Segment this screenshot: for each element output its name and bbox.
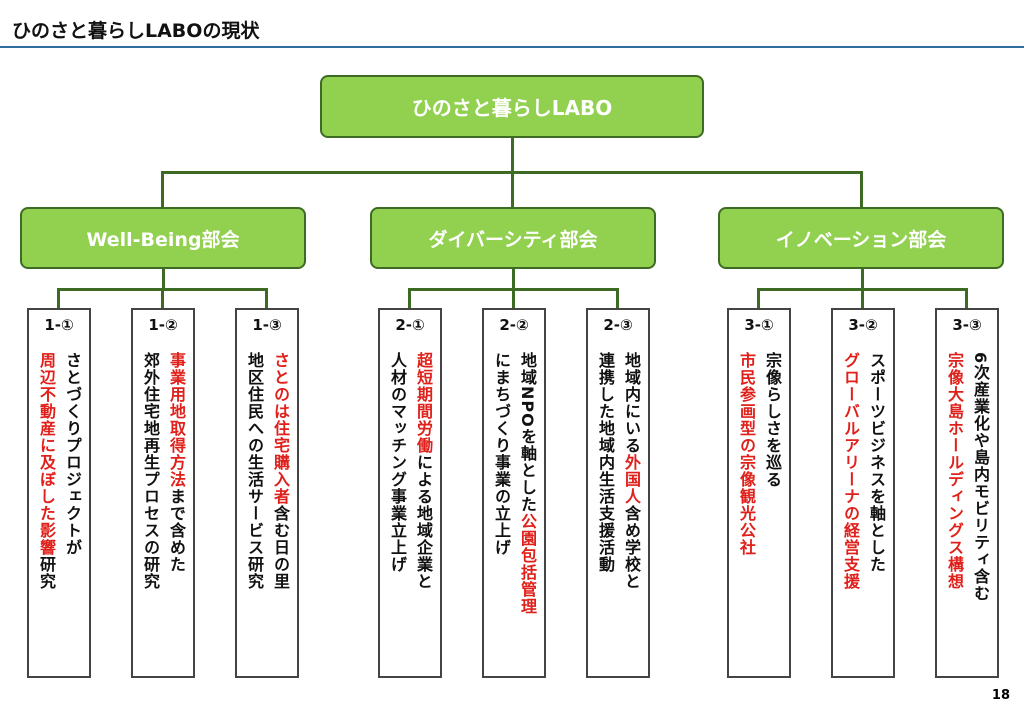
description-line: さとのは住宅購入者含む日の里	[270, 352, 290, 590]
description-line: グローバルアリーナの経営支援	[840, 352, 860, 590]
project-description: 超短期間労働による地域企業と人材のマッチング事業立上げ	[380, 352, 440, 590]
description-line: 事業用地取得方法まで含めた	[166, 352, 186, 590]
division-innovation: イノベーション部会	[718, 207, 1004, 269]
highlighted-text: グローバルアリーナの経営支援	[841, 352, 860, 590]
description-line: 周辺不動産に及ぼした影響研究	[36, 352, 56, 590]
project-card: 2-① 超短期間労働による地域企業と人材のマッチング事業立上げ	[378, 308, 442, 678]
page-number: 18	[991, 688, 1010, 703]
connector	[861, 269, 864, 289]
connector	[965, 288, 968, 309]
text: スポーツビジネスを軸とした	[867, 352, 886, 573]
text: さとづくりプロジェクトが	[63, 352, 82, 556]
root-node: ひのさと暮らしLABO	[320, 75, 704, 138]
division-well-being: Well-Being部会	[20, 207, 306, 269]
project-card: 2-③ 地域内にいる外国人含め学校と連携した地域内生活支援活動	[586, 308, 650, 678]
project-description: 事業用地取得方法まで含めた郊外住宅地再生プロセスの研究	[133, 352, 193, 590]
description-line: 連携した地域内生活支援活動	[595, 352, 615, 590]
highlighted-text: さとのは住宅購入者	[271, 352, 290, 505]
highlighted-text: 超短期間労働	[414, 352, 433, 454]
description-line: さとづくりプロジェクトが	[62, 352, 82, 590]
project-description: 地域内にいる外国人含め学校と連携した地域内生活支援活動	[588, 352, 648, 590]
text: 人材のマッチング事業立上げ	[388, 352, 407, 573]
project-number: 1-①	[44, 316, 74, 334]
division-diversity: ダイバーシティ部会	[370, 207, 656, 269]
connector	[512, 288, 515, 309]
description-line: 地域NPOを軸とした公園包括管理	[517, 352, 537, 615]
description-line: にまちづくり事業の立上げ	[491, 352, 511, 615]
highlighted-text: 公園包括管理	[518, 512, 537, 615]
project-description: 宗像らしさを巡る市民参画型の宗像観光公社	[729, 352, 789, 556]
text: 宗像らしさを巡る	[763, 352, 782, 488]
project-number: 3-③	[952, 316, 982, 334]
text: 含む日の里	[271, 505, 290, 590]
project-description: さとのは住宅購入者含む日の里地区住民への生活サービス研究	[237, 352, 297, 590]
project-number: 2-①	[395, 316, 425, 334]
project-number: 3-②	[848, 316, 878, 334]
text: 6次産業化や島内モビリティ含む	[971, 352, 990, 603]
project-number: 1-②	[148, 316, 178, 334]
description-line: 地域内にいる外国人含め学校と	[621, 352, 641, 590]
description-line: 郊外住宅地再生プロセスの研究	[140, 352, 160, 590]
text: 地域内にいる	[622, 352, 641, 454]
description-line: 宗像らしさを巡る	[762, 352, 782, 556]
text: 地区住民への生活サービス研究	[245, 352, 264, 590]
slide-title: ひのさと暮らしLABOの現状	[12, 20, 260, 42]
project-description: 6次産業化や島内モビリティ含む宗像大島ホールディングス構想	[937, 352, 997, 602]
description-line: 人材のマッチング事業立上げ	[387, 352, 407, 590]
highlighted-text: 外国人	[622, 454, 641, 505]
connector	[57, 288, 60, 309]
text: まで含めた	[167, 488, 186, 573]
connector	[757, 288, 760, 309]
highlighted-text: 市民参画型の宗像観光公社	[737, 352, 756, 556]
project-number: 2-③	[603, 316, 633, 334]
project-number: 2-②	[499, 316, 529, 334]
project-number: 3-①	[744, 316, 774, 334]
connector	[265, 288, 268, 309]
project-description: スポーツビジネスを軸としたグローバルアリーナの経営支援	[833, 352, 893, 590]
title-divider	[0, 46, 1024, 48]
description-line: 超短期間労働による地域企業と	[413, 352, 433, 590]
project-card: 1-① さとづくりプロジェクトが周辺不動産に及ぼした影響研究	[27, 308, 91, 678]
text: 連携した地域内生活支援活動	[596, 352, 615, 573]
connector	[162, 269, 165, 289]
description-line: 市民参画型の宗像観光公社	[736, 352, 756, 556]
project-description: さとづくりプロジェクトが周辺不動産に及ぼした影響研究	[29, 352, 89, 590]
project-card: 1-③ さとのは住宅購入者含む日の里地区住民への生活サービス研究	[235, 308, 299, 678]
connector	[408, 288, 411, 309]
text: による地域企業と	[414, 454, 433, 590]
highlighted-text: 周辺不動産に及ぼした影響	[37, 352, 56, 556]
description-line: スポーツビジネスを軸とした	[866, 352, 886, 590]
description-line: 宗像大島ホールディングス構想	[944, 352, 964, 602]
project-number: 1-③	[252, 316, 282, 334]
text: 郊外住宅地再生プロセスの研究	[141, 352, 160, 590]
project-description: 地域NPOを軸とした公園包括管理にまちづくり事業の立上げ	[484, 352, 544, 615]
highlighted-text: 事業用地取得方法	[167, 352, 186, 488]
description-line: 6次産業化や島内モビリティ含む	[970, 352, 990, 602]
description-line: 地区住民への生活サービス研究	[244, 352, 264, 590]
project-card: 1-② 事業用地取得方法まで含めた郊外住宅地再生プロセスの研究	[131, 308, 195, 678]
text: 含め学校と	[622, 505, 641, 590]
highlighted-text: 宗像大島ホールディングス構想	[945, 352, 964, 590]
text: 研究	[37, 556, 56, 590]
project-card: 3-② スポーツビジネスを軸としたグローバルアリーナの経営支援	[831, 308, 895, 678]
connector	[616, 288, 619, 309]
connector	[161, 288, 164, 309]
project-card: 2-② 地域NPOを軸とした公園包括管理にまちづくり事業の立上げ	[482, 308, 546, 678]
connector	[861, 288, 864, 309]
project-card: 3-③ 6次産業化や島内モビリティ含む宗像大島ホールディングス構想	[935, 308, 999, 678]
project-card: 3-① 宗像らしさを巡る市民参画型の宗像観光公社	[727, 308, 791, 678]
connector	[512, 269, 515, 289]
text: にまちづくり事業の立上げ	[492, 352, 511, 556]
text: 地域NPOを軸とした	[518, 352, 537, 513]
